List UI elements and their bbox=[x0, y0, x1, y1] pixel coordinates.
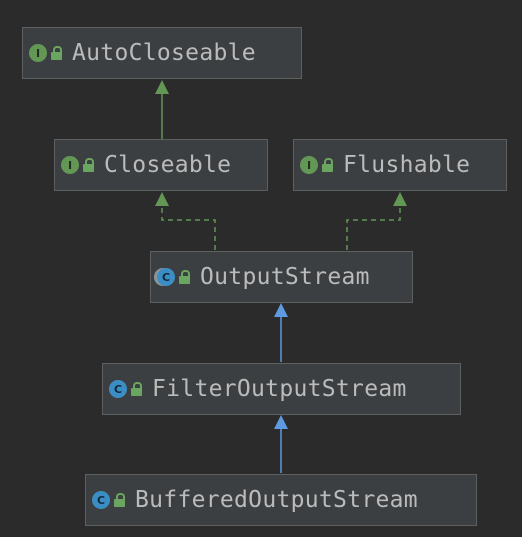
node-filteroutputstream[interactable]: C FilterOutputStream bbox=[102, 363, 461, 415]
edge-filteroutputstream-to-outputstream bbox=[274, 303, 288, 362]
node-autocloseable[interactable]: I AutoCloseable bbox=[22, 27, 302, 79]
node-label: BufferedOutputStream bbox=[135, 487, 418, 513]
node-label: AutoCloseable bbox=[72, 40, 256, 66]
node-outputstream[interactable]: C OutputStream bbox=[150, 251, 413, 303]
node-flushable[interactable]: I Flushable bbox=[293, 139, 507, 191]
lock-icon bbox=[51, 46, 62, 60]
lock-icon bbox=[131, 382, 142, 396]
class-icon: C bbox=[92, 491, 110, 509]
interface-icon: I bbox=[29, 44, 47, 62]
lock-icon bbox=[179, 270, 190, 284]
edge-bufferedoutputstream-to-filteroutputstream bbox=[274, 415, 288, 473]
node-bufferedoutputstream[interactable]: C BufferedOutputStream bbox=[85, 474, 477, 526]
node-closeable[interactable]: I Closeable bbox=[54, 139, 268, 191]
node-label: FilterOutputStream bbox=[152, 376, 407, 402]
node-label: OutputStream bbox=[200, 264, 370, 290]
interface-icon: I bbox=[61, 156, 79, 174]
class-icon: C bbox=[109, 380, 127, 398]
node-label: Closeable bbox=[104, 152, 232, 178]
edge-outputstream-to-flushable bbox=[346, 192, 407, 250]
lock-icon bbox=[114, 493, 125, 507]
lock-icon bbox=[83, 158, 94, 172]
interface-icon: I bbox=[300, 156, 318, 174]
node-label: Flushable bbox=[343, 152, 471, 178]
lock-icon bbox=[322, 158, 333, 172]
edge-closeable-to-autocloseable bbox=[155, 80, 169, 140]
edge-outputstream-to-closeable bbox=[155, 192, 216, 250]
abstract-class-icon: C bbox=[157, 268, 175, 286]
